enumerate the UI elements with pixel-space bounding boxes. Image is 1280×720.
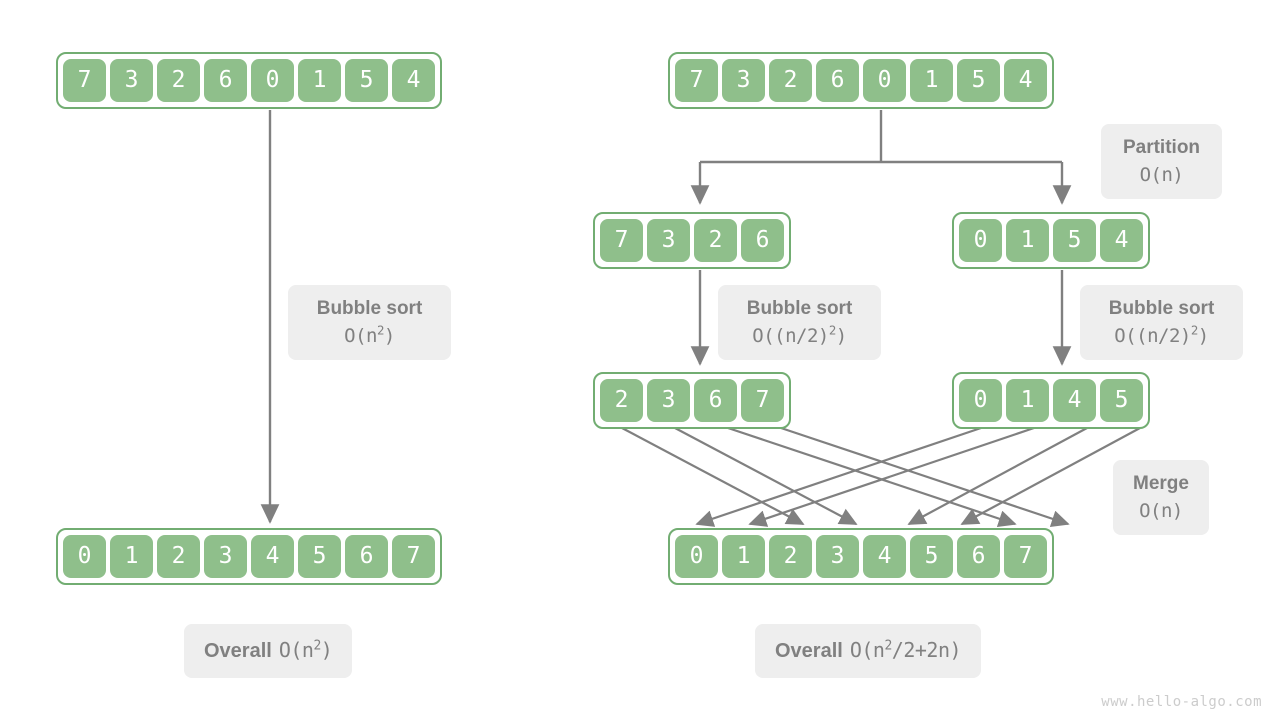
array-cell: 0 — [63, 535, 106, 578]
array-cell: 6 — [345, 535, 388, 578]
array-cell: 7 — [392, 535, 435, 578]
array-cell: 5 — [910, 535, 953, 578]
left-bubble-sort-complexity: O(n2) — [344, 323, 395, 347]
bubble-sort-right-title: Bubble sort — [1108, 298, 1215, 319]
array-cell: 2 — [157, 59, 200, 102]
array-cell: 0 — [251, 59, 294, 102]
merge-arrow-right-1 — [748, 426, 1035, 527]
merge-arrow-left-3 — [780, 426, 1070, 527]
bubble-sort-right-label: Bubble sort O((n/2)2) — [1080, 285, 1243, 361]
array-cell: 6 — [957, 535, 1000, 578]
array-cell: 4 — [392, 59, 435, 102]
array-cell: 7 — [741, 379, 784, 422]
array-cell: 4 — [1100, 219, 1143, 262]
merge-label: Merge O(n) — [1113, 460, 1209, 536]
bubble-sort-right-complexity: O((n/2)2) — [1114, 323, 1209, 347]
array-cell: 1 — [1006, 379, 1049, 422]
left-bubble-sort-title: Bubble sort — [316, 298, 423, 319]
array-cell: 6 — [694, 379, 737, 422]
left-overall-complexity: O(n2) — [278, 638, 333, 662]
bubble-sort-left-title: Bubble sort — [746, 298, 853, 319]
partition-label: Partition O(n) — [1101, 124, 1222, 200]
array-cell: 2 — [769, 535, 812, 578]
array-cell: 1 — [1006, 219, 1049, 262]
array-cell: 7 — [600, 219, 643, 262]
array-cell: 4 — [251, 535, 294, 578]
array-cell: 1 — [298, 59, 341, 102]
array-cell: 6 — [204, 59, 247, 102]
array-cell: 5 — [957, 59, 1000, 102]
merge-arrow-left-2 — [727, 426, 1017, 527]
array-cell: 4 — [1004, 59, 1047, 102]
array-cell: 4 — [1053, 379, 1096, 422]
array-cell: 6 — [816, 59, 859, 102]
array-cell: 5 — [298, 535, 341, 578]
left-overall-label: Overall O(n2) — [184, 624, 353, 678]
array-cell: 2 — [694, 219, 737, 262]
array-cell: 5 — [345, 59, 388, 102]
array-cell: 0 — [675, 535, 718, 578]
bubble-sort-left-label: Bubble sort O((n/2)2) — [718, 285, 881, 361]
array-cell: 1 — [910, 59, 953, 102]
watermark: www.hello-algo.com — [1101, 694, 1262, 710]
array-cell: 4 — [863, 535, 906, 578]
merge-arrow-right-0 — [695, 426, 982, 527]
array-cell: 3 — [110, 59, 153, 102]
merge-complexity: O(n) — [1139, 499, 1183, 522]
partition-title: Partition — [1122, 137, 1201, 158]
array-cell: 1 — [722, 535, 765, 578]
array-cell: 2 — [769, 59, 812, 102]
array-cell: 0 — [959, 219, 1002, 262]
array-cell: 3 — [204, 535, 247, 578]
array-cell: 3 — [647, 219, 690, 262]
left-overall-title: Overall — [204, 640, 272, 662]
array-cell: 6 — [741, 219, 784, 262]
array-cell: 3 — [647, 379, 690, 422]
array-cell: 3 — [722, 59, 765, 102]
partition-complexity: O(n) — [1139, 163, 1184, 186]
array-cell: 2 — [157, 535, 200, 578]
right-overall-title: Overall — [775, 640, 843, 662]
array-cell: 0 — [863, 59, 906, 102]
merge-arrow-left-1 — [674, 427, 858, 525]
merge-title: Merge — [1133, 473, 1189, 494]
bubble-sort-left-complexity: O((n/2)2) — [752, 323, 847, 347]
array-cell: 3 — [816, 535, 859, 578]
array-cell: 2 — [600, 379, 643, 422]
merge-arrow-left-0 — [621, 427, 805, 525]
right-overall-label: Overall O(n2/2+2n) — [755, 624, 982, 678]
array-cell: 7 — [675, 59, 718, 102]
left-bubble-sort-label: Bubble sort O(n2) — [288, 285, 451, 361]
array-cell: 7 — [63, 59, 106, 102]
array-cell: 5 — [1100, 379, 1143, 422]
array-cell: 1 — [110, 535, 153, 578]
merge-arrow-right-2 — [907, 427, 1088, 525]
right-overall-complexity: O(n2/2+2n) — [849, 638, 962, 662]
array-cell: 0 — [959, 379, 1002, 422]
array-cell: 5 — [1053, 219, 1096, 262]
array-cell: 7 — [1004, 535, 1047, 578]
